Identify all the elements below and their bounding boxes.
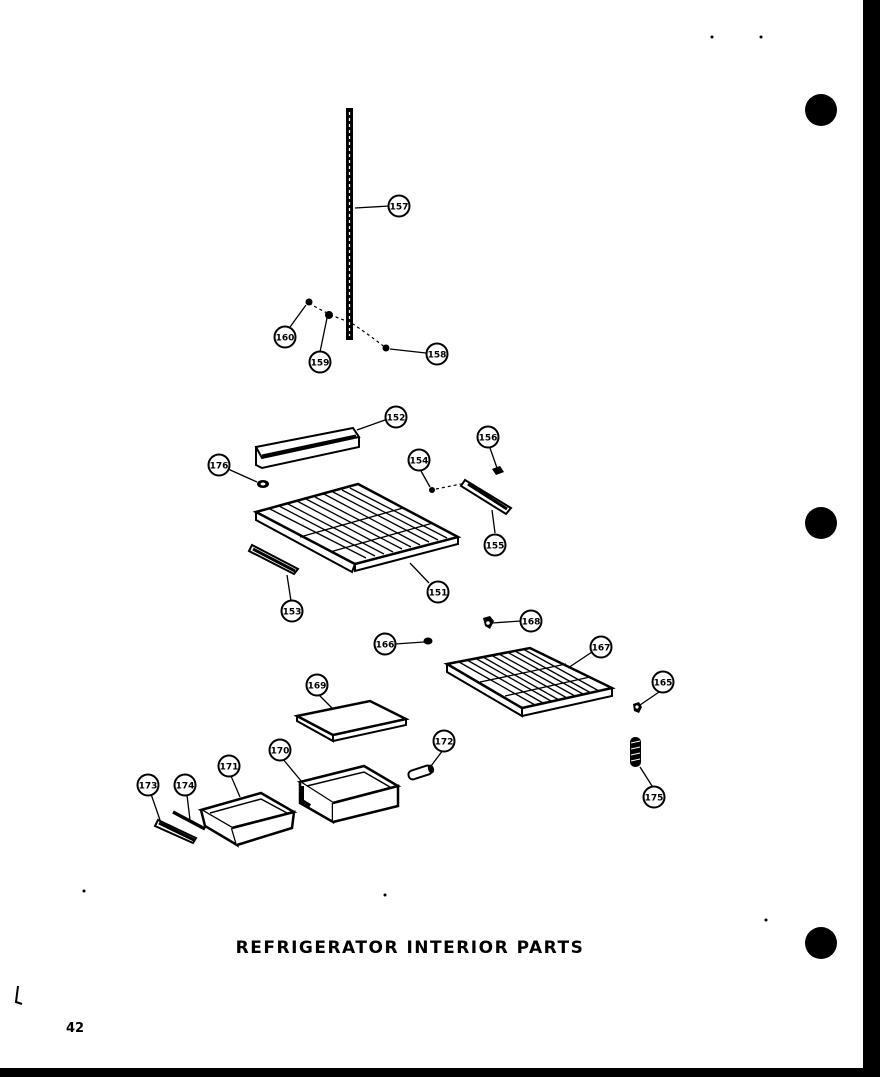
svg-text:176: 176: [210, 462, 229, 472]
svg-text:171: 171: [220, 763, 239, 773]
svg-text:160: 160: [276, 334, 295, 344]
callout-165[interactable]: 165: [651, 670, 675, 694]
svg-text:174: 174: [176, 782, 195, 792]
svg-text:165: 165: [654, 679, 673, 689]
clips-lower-shelf: [423, 616, 494, 645]
callout-167[interactable]: 167: [589, 635, 613, 659]
callout-171[interactable]: 171: [217, 754, 241, 778]
vertical-trim-strip: [346, 108, 353, 340]
callout-166[interactable]: 166: [373, 632, 397, 656]
svg-text:166: 166: [376, 641, 395, 651]
crisper-pan-right: [296, 764, 402, 825]
callout-155[interactable]: 155: [483, 533, 507, 557]
shelf-hardware-right: [429, 466, 513, 516]
strip-fasteners: [305, 298, 390, 352]
diagram-title: REFRIGERATOR INTERIOR PARTS: [235, 938, 585, 958]
callout-159[interactable]: 159: [308, 350, 332, 374]
roller-172: [407, 764, 435, 781]
slides-173-174: [153, 810, 206, 845]
callout-175[interactable]: 175: [642, 785, 666, 809]
bottom-border: [0, 1068, 880, 1077]
upper-wire-shelf: [252, 482, 462, 574]
svg-text:167: 167: [592, 644, 611, 654]
shelf-support-rail-bottom: [247, 543, 300, 576]
callout-173[interactable]: 173: [136, 773, 160, 797]
callout-160[interactable]: 160: [273, 325, 297, 349]
callout-174[interactable]: 174: [173, 773, 197, 797]
binder-hole-bottom: [805, 927, 837, 959]
binder-hole-top: [805, 94, 837, 126]
page-number: 42: [66, 1021, 85, 1036]
lower-wire-shelf: [443, 646, 616, 718]
svg-text:175: 175: [645, 794, 664, 804]
hardware-165-175: [630, 702, 642, 767]
clip-176: [257, 480, 269, 488]
callout-176[interactable]: 176: [207, 453, 231, 477]
callout-154[interactable]: 154: [407, 448, 431, 472]
crisper-pan-left: [197, 791, 298, 848]
svg-text:153: 153: [283, 608, 302, 618]
svg-text:157: 157: [390, 203, 409, 213]
shelf-support-rail-top: [254, 426, 361, 470]
callout-153[interactable]: 153: [280, 599, 304, 623]
svg-text:170: 170: [271, 747, 290, 757]
svg-text:156: 156: [479, 434, 498, 444]
callout-172[interactable]: 172: [432, 729, 456, 753]
svg-text:169: 169: [308, 682, 327, 692]
callout-152[interactable]: 152: [384, 405, 408, 429]
svg-text:152: 152: [387, 414, 406, 424]
right-border: [863, 0, 880, 1077]
svg-text:172: 172: [435, 738, 454, 748]
svg-text:158: 158: [428, 351, 447, 361]
callout-156[interactable]: 156: [476, 425, 500, 449]
svg-text:151: 151: [429, 589, 448, 599]
callout-169[interactable]: 169: [305, 673, 329, 697]
svg-text:154: 154: [410, 457, 429, 467]
svg-text:159: 159: [311, 359, 330, 369]
callout-157[interactable]: 157: [387, 194, 411, 218]
crisper-cover: [293, 699, 410, 743]
svg-text:155: 155: [486, 542, 505, 552]
svg-text:173: 173: [139, 782, 158, 792]
callout-168[interactable]: 168: [519, 609, 543, 633]
callout-158[interactable]: 158: [425, 342, 449, 366]
callout-170[interactable]: 170: [268, 738, 292, 762]
binder-hole-middle: [805, 507, 837, 539]
callout-151[interactable]: 151: [426, 580, 450, 604]
svg-text:168: 168: [522, 618, 541, 628]
scan-specks: [14, 35, 768, 1005]
